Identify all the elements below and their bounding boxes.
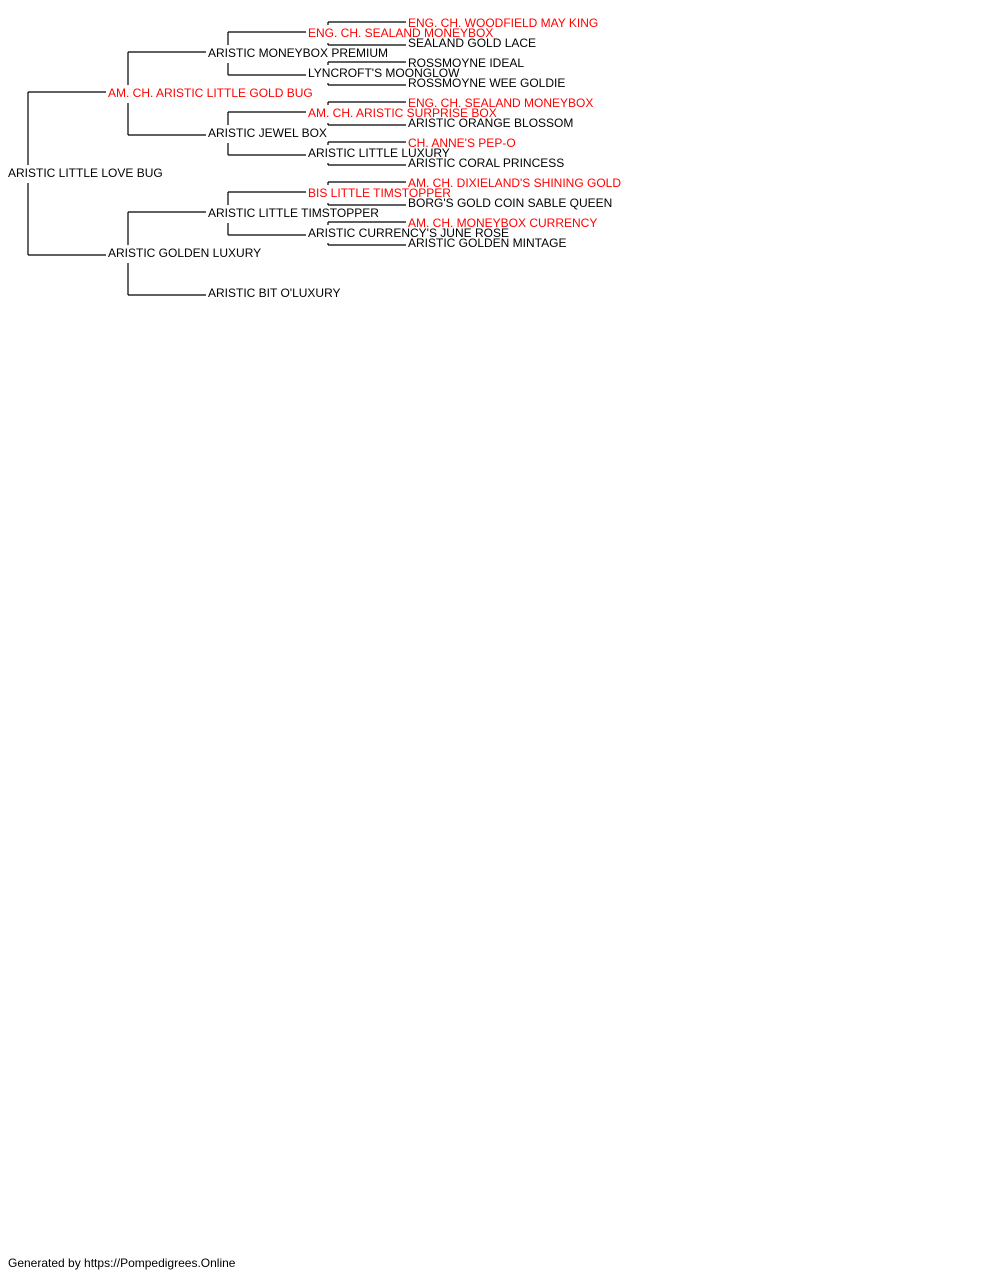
champion-dog-name: BIS LITTLE TIMSTOPPER	[308, 186, 451, 200]
champion-dog-name: ENG. CH. SEALAND MONEYBOX	[408, 96, 593, 110]
dog-name: ARISTIC GOLDEN MINTAGE	[408, 236, 566, 250]
dog-name: ARISTIC CURRENCY'S JUNE ROSE	[308, 226, 509, 240]
champion-dog-name: ENG. CH. SEALAND MONEYBOX	[308, 26, 493, 40]
dog-name: ARISTIC LITTLE TIMSTOPPER	[208, 206, 379, 220]
dog-name: ARISTIC MONEYBOX PREMIUM	[208, 46, 388, 60]
champion-dog-name: AM. CH. ARISTIC LITTLE GOLD BUG	[108, 86, 313, 100]
champion-dog-name: AM. CH. DIXIELAND'S SHINING GOLD	[408, 176, 621, 190]
dog-name: ARISTIC ORANGE BLOSSOM	[408, 116, 573, 130]
dog-name: ARISTIC JEWEL BOX	[208, 126, 327, 140]
dog-name: BORG'S GOLD COIN SABLE QUEEN	[408, 196, 612, 210]
dog-name: ARISTIC LITTLE LOVE BUG	[8, 166, 163, 180]
dog-name: ROSSMOYNE IDEAL	[408, 56, 524, 70]
champion-dog-name: ENG. CH. WOODFIELD MAY KING	[408, 16, 598, 30]
dog-name: SEALAND GOLD LACE	[408, 36, 536, 50]
champion-dog-name: AM. CH. ARISTIC SURPRISE BOX	[308, 106, 497, 120]
champion-dog-name: CH. ANNE'S PEP-O	[408, 136, 516, 150]
footer-credit: Generated by https://Pompedigrees.Online	[8, 1256, 236, 1270]
champion-dog-name: AM. CH. MONEYBOX CURRENCY	[408, 216, 597, 230]
dog-name: ROSSMOYNE WEE GOLDIE	[408, 76, 565, 90]
dog-name: LYNCROFT'S MOONGLOW	[308, 66, 460, 80]
dog-name: ARISTIC CORAL PRINCESS	[408, 156, 564, 170]
dog-name: ARISTIC GOLDEN LUXURY	[108, 246, 261, 260]
dog-name: ARISTIC BIT O'LUXURY	[208, 286, 341, 300]
dog-name: ARISTIC LITTLE LUXURY	[308, 146, 450, 160]
